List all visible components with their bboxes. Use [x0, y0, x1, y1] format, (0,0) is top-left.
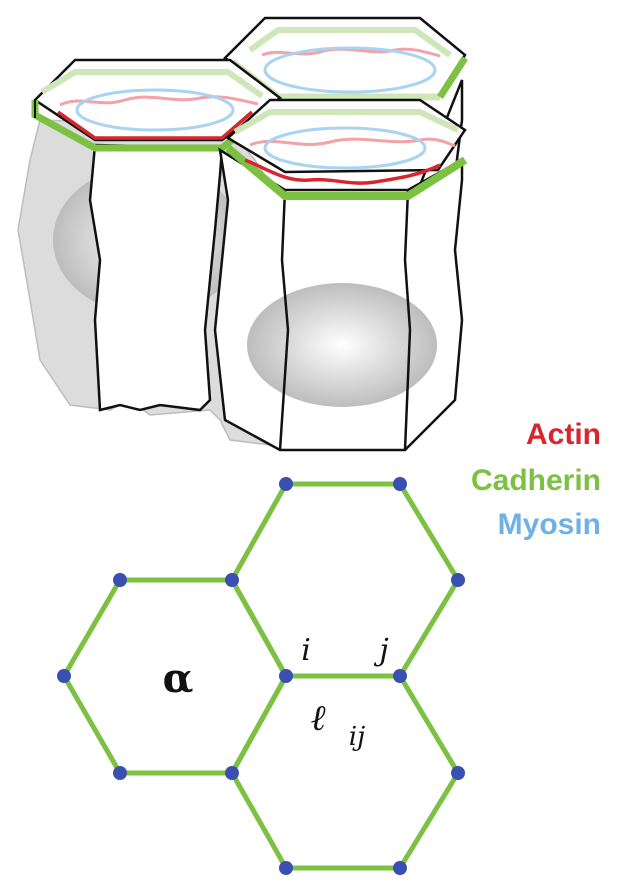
vertices	[57, 477, 465, 875]
cell-front-right-nucleus	[247, 283, 437, 407]
cell-back-right-myosin	[263, 46, 437, 94]
vertex	[279, 861, 293, 875]
vertex	[113, 766, 127, 780]
cell-front-right-myosin	[263, 126, 427, 170]
vertex	[57, 669, 71, 683]
legend-actin: Actin	[526, 418, 601, 451]
vertex-i	[279, 669, 293, 683]
cell-front-right-top	[225, 98, 467, 174]
edge-length-symbol: ℓ	[311, 698, 326, 739]
vertex	[393, 477, 407, 491]
legend-myosin: Myosin	[498, 508, 601, 541]
vertex-j	[393, 669, 407, 683]
cell-label-alpha: α	[163, 655, 194, 702]
vertex	[451, 766, 465, 780]
vertex	[393, 861, 407, 875]
vertex	[279, 477, 293, 491]
vertex-label-i: i	[301, 633, 311, 668]
edge-length-subscript: ij	[349, 722, 365, 752]
legend-cadherin: Cadherin	[471, 464, 601, 497]
vertex	[113, 573, 127, 587]
cell-left-myosin	[75, 88, 235, 132]
vertex	[225, 766, 239, 780]
hexagon-bottom	[229, 673, 461, 871]
cell-front-right	[213, 98, 468, 452]
cell-front-right-actin	[244, 158, 441, 185]
cell-left-body	[88, 143, 224, 412]
vertex	[225, 573, 239, 587]
vertex-label-j: j	[373, 633, 388, 668]
cell-left	[31, 58, 283, 412]
hexagon-top	[229, 481, 461, 679]
epithelial-cells-illustration	[17, 16, 468, 452]
vertex	[451, 573, 465, 587]
